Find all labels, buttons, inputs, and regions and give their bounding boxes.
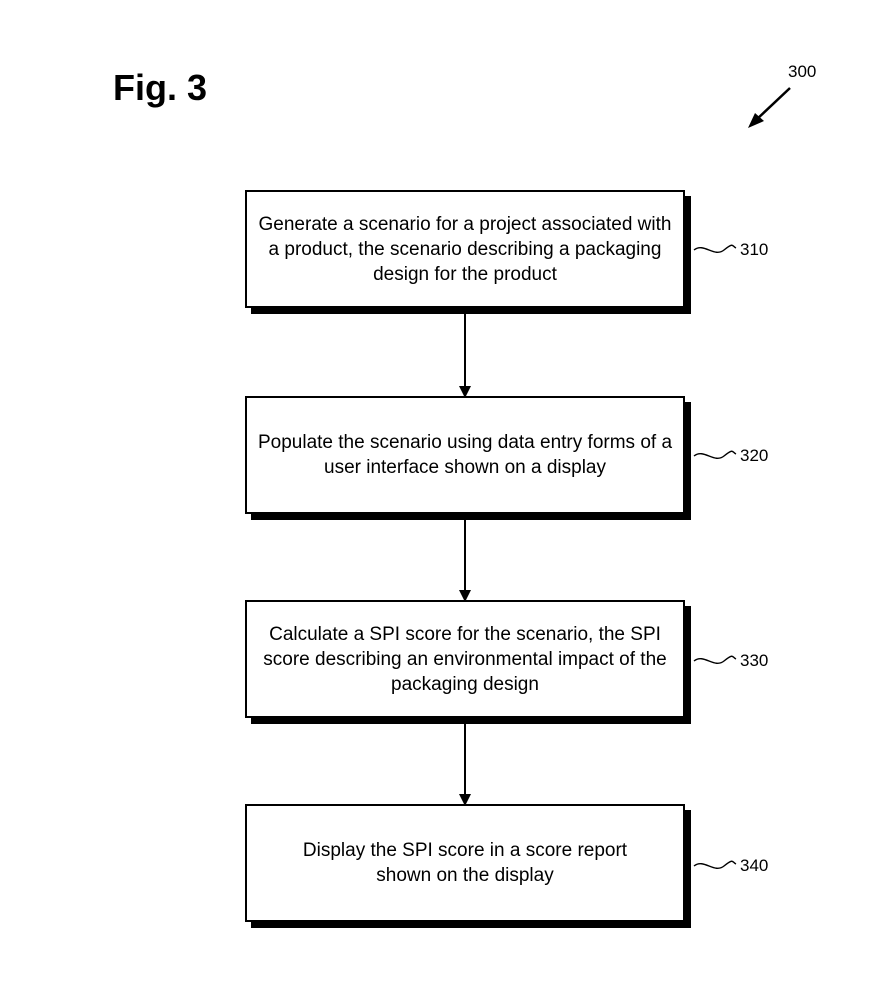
figure-reference-numeral: 300 bbox=[788, 62, 817, 81]
flow-arrow-310-320 bbox=[459, 314, 471, 398]
step-ref-310: 310 bbox=[740, 240, 769, 259]
flow-arrow-330-340 bbox=[459, 724, 471, 806]
step-box-330: Calculate a SPI score for the scenario, … bbox=[245, 600, 685, 718]
step-ref-330: 330 bbox=[740, 651, 769, 670]
leader-line-310 bbox=[693, 244, 737, 253]
leader-line-320 bbox=[693, 450, 737, 459]
flow-arrow-320-330 bbox=[459, 520, 471, 602]
step-ref-320: 320 bbox=[740, 446, 769, 465]
step-ref-340: 340 bbox=[740, 856, 769, 875]
step-box-320: Populate the scenario using data entry f… bbox=[245, 396, 685, 514]
step-text-330: Calculate a SPI score for the scenario, … bbox=[263, 623, 667, 695]
step-text-320: Populate the scenario using data entry f… bbox=[257, 432, 673, 478]
step-box-310: Generate a scenario for a project associ… bbox=[245, 190, 685, 308]
leader-line-330 bbox=[693, 655, 737, 664]
figure-reference-arrow bbox=[748, 87, 791, 128]
step-text-310: Generate a scenario for a project associ… bbox=[258, 213, 672, 285]
step-box-340: Display the SPI score in a score report … bbox=[245, 804, 685, 922]
figure-title: Fig. 3 bbox=[113, 67, 208, 108]
step-text-340: Display the SPI score in a score report … bbox=[302, 840, 628, 886]
leader-line-340 bbox=[693, 860, 737, 869]
